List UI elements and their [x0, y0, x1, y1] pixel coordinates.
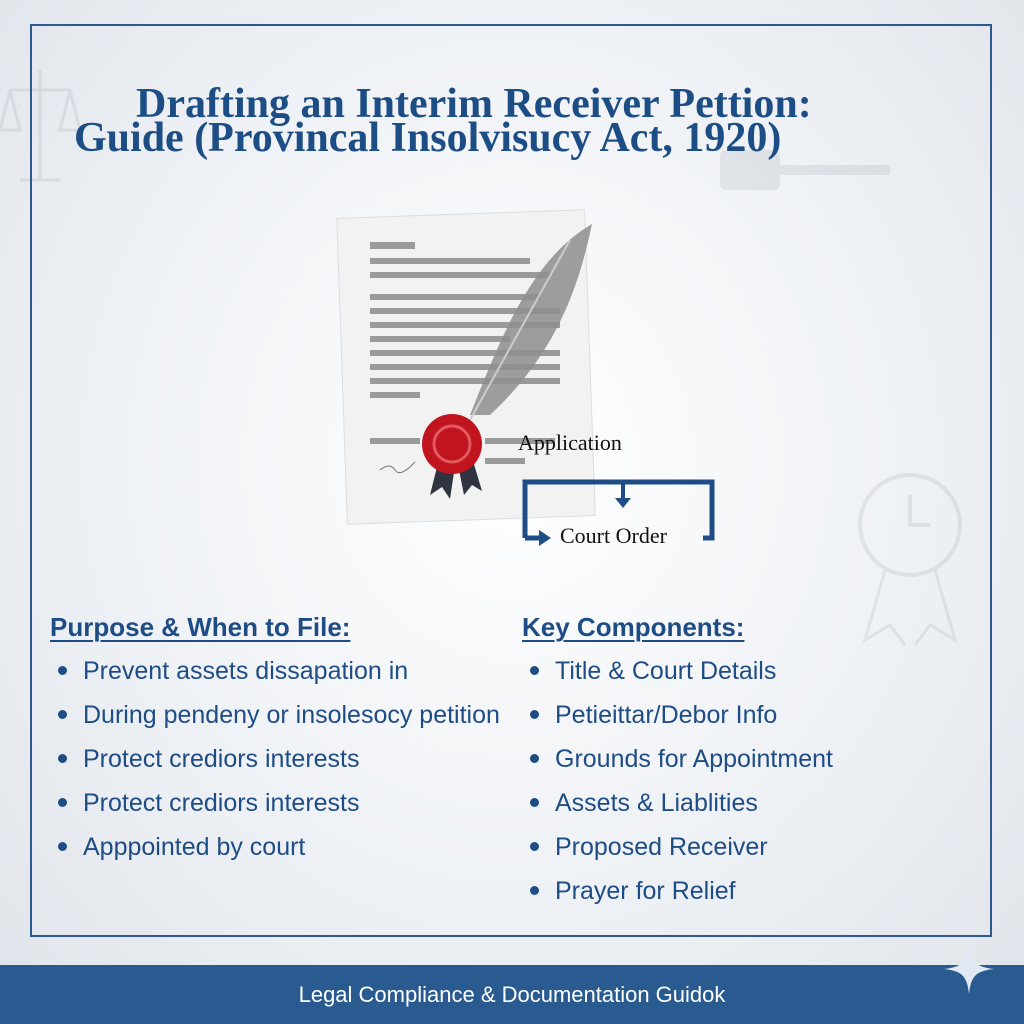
- list-item: Grounds for Appointment: [522, 737, 833, 781]
- components-section: Key Components: Title & Court Details Pe…: [522, 612, 833, 913]
- bullet-icon: [530, 665, 539, 675]
- flow-connector-arrows: [522, 479, 715, 546]
- footer-banner: Legal Compliance & Documentation Guidok: [0, 965, 1024, 1024]
- components-heading: Key Components:: [522, 612, 745, 642]
- list-item-text: Proposed Receiver: [555, 833, 768, 861]
- list-item-text: Protect crediors interests: [83, 789, 360, 817]
- list-item: Proposed Receiver: [522, 825, 833, 869]
- purpose-section: Purpose & When to File: Prevent assets d…: [50, 612, 500, 869]
- list-item: Prevent assets dissapation in: [50, 649, 500, 693]
- bullet-icon: [58, 753, 67, 763]
- list-item: Title & Court Details: [522, 649, 833, 693]
- list-item: Assets & Liablities: [522, 781, 833, 825]
- bullet-icon: [58, 665, 67, 675]
- list-item-text: Title & Court Details: [555, 657, 777, 685]
- list-item-text: During pendeny or insolesocy petition: [83, 701, 500, 729]
- list-item-text: Grounds for Appointment: [555, 745, 833, 773]
- bullet-icon: [530, 753, 539, 763]
- list-item: Prayer for Relief: [522, 869, 833, 913]
- list-item-text: Petieittar/Debor Info: [555, 701, 778, 729]
- page-title-line1: Drafting an Interim Receiver Pettion:: [136, 81, 812, 127]
- list-item-text: Prayer for Relief: [555, 877, 736, 905]
- gavel-watermark-icon: [720, 150, 890, 190]
- list-item: Apppointed by court: [50, 825, 500, 869]
- flow-step-court-order: Court Order: [560, 523, 667, 548]
- list-item-text: Protect crediors interests: [83, 745, 360, 773]
- bullet-icon: [530, 885, 539, 895]
- list-item: Protect crediors interests: [50, 781, 500, 825]
- content-frame: [30, 24, 992, 937]
- flow-step-application: Application: [518, 430, 622, 455]
- scales-watermark-icon: [0, 70, 80, 182]
- list-item-text: Assets & Liablities: [555, 789, 758, 817]
- list-item: During pendeny or insolesocy petition: [50, 693, 500, 737]
- list-item: Petieittar/Debor Info: [522, 693, 833, 737]
- bullet-icon: [58, 841, 67, 851]
- list-item-text: Prevent assets dissapation in: [83, 657, 409, 685]
- bullet-icon: [58, 709, 67, 719]
- wax-seal-icon: [422, 414, 482, 499]
- list-item: Protect crediors interests: [50, 737, 500, 781]
- document-quill-seal-illustration: [336, 209, 596, 525]
- bullet-icon: [530, 841, 539, 851]
- bullet-icon: [58, 797, 67, 807]
- quill-icon: [469, 224, 592, 421]
- bullet-icon: [530, 797, 539, 807]
- list-item-text: Apppointed by court: [83, 833, 306, 861]
- clock-badge-watermark-icon: [858, 473, 962, 646]
- page-title-line2: Guide (Provincal Insolvisucy Act, 1920): [74, 115, 782, 161]
- sparkle-icon: [944, 944, 994, 994]
- purpose-heading: Purpose & When to File:: [50, 612, 351, 642]
- bullet-icon: [530, 709, 539, 719]
